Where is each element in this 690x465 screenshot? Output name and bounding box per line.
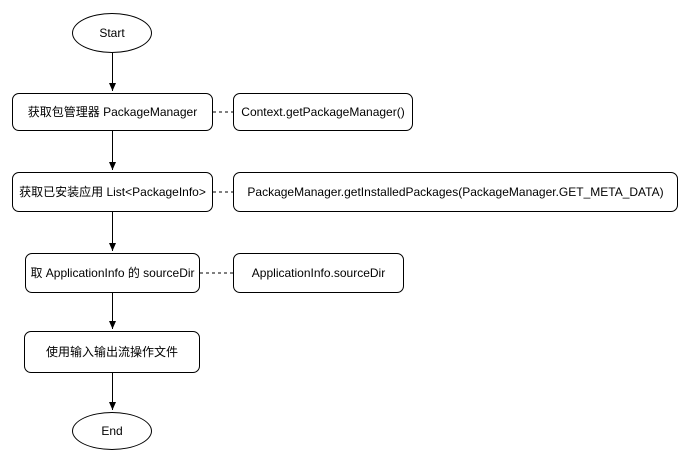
node-end[interactable]: End [72, 412, 152, 450]
node-get-sourcedir-label: 取 ApplicationInfo 的 sourceDir [30, 265, 195, 280]
node-api-sourcedir[interactable]: ApplicationInfo.sourceDir [233, 253, 404, 293]
node-get-installed-apps-label: 获取已安装应用 List<PackageInfo> [19, 184, 206, 199]
node-get-package-manager[interactable]: 获取包管理器 PackageManager [12, 93, 213, 131]
node-get-package-manager-label: 获取包管理器 PackageManager [27, 104, 198, 119]
node-get-sourcedir[interactable]: 取 ApplicationInfo 的 sourceDir [25, 253, 200, 293]
node-end-label: End [101, 423, 123, 438]
node-start[interactable]: Start [72, 13, 152, 53]
node-api-getinstalledpackages-label: PackageManager.getInstalledPackages(Pack… [247, 184, 664, 199]
node-api-getpackagemanager-label: Context.getPackageManager() [241, 104, 405, 119]
node-stream-file-ops[interactable]: 使用输入输出流操作文件 [24, 331, 200, 373]
node-get-installed-apps[interactable]: 获取已安装应用 List<PackageInfo> [12, 172, 213, 212]
node-api-getinstalledpackages[interactable]: PackageManager.getInstalledPackages(Pack… [233, 172, 678, 212]
node-api-getpackagemanager[interactable]: Context.getPackageManager() [233, 93, 413, 131]
node-start-label: Start [99, 25, 125, 40]
node-api-sourcedir-label: ApplicationInfo.sourceDir [251, 265, 386, 280]
node-stream-file-ops-label: 使用输入输出流操作文件 [45, 344, 178, 359]
